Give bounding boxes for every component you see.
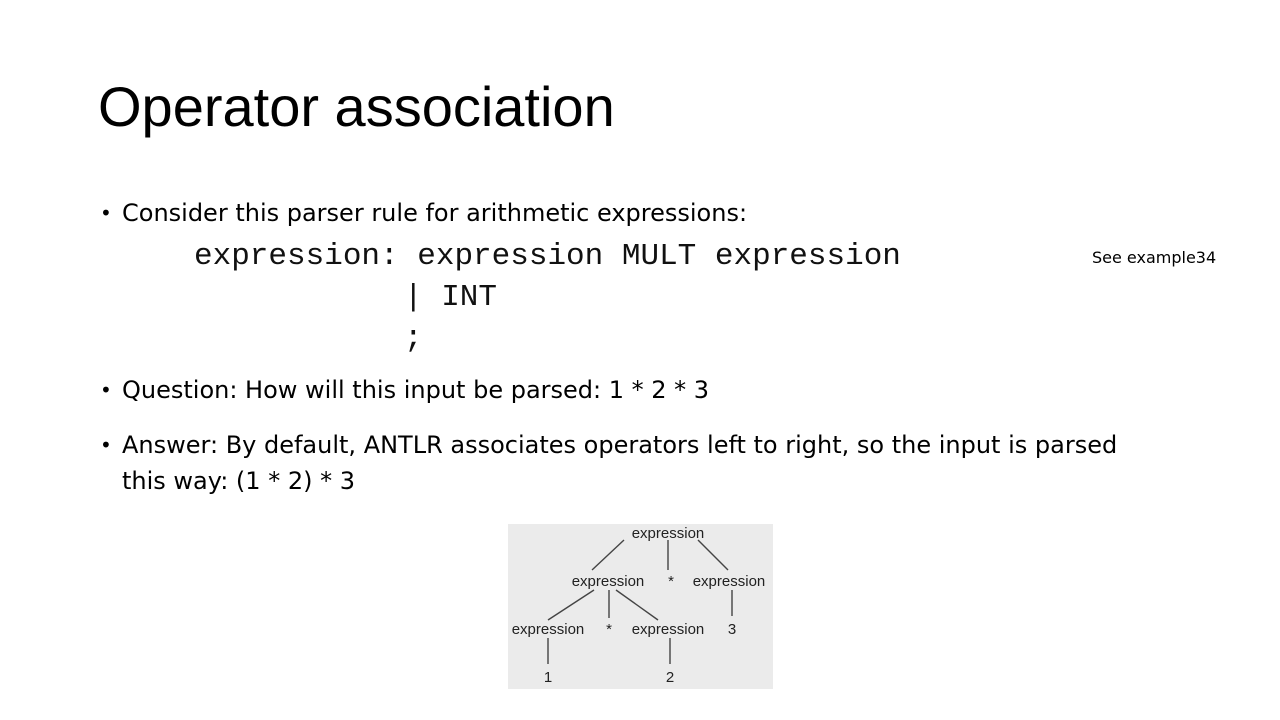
code-line-int: | INT	[404, 280, 498, 315]
node-root: expression	[632, 525, 705, 542]
node-right-child: 3	[728, 621, 736, 638]
node-left-left: expression	[512, 621, 585, 638]
edge-left-leftleft	[547, 589, 595, 621]
side-note: See example34	[1092, 248, 1217, 267]
parse-tree-diagram: expression expression * expression expre…	[508, 524, 773, 689]
node-op-top: *	[668, 573, 674, 590]
node-leaf-1: 1	[544, 669, 552, 686]
code-line-expression: expression: expression MULT expression	[194, 239, 901, 274]
bullet-dot: •	[100, 201, 112, 225]
code-line-semicolon: ;	[404, 321, 423, 356]
bullet-dot: •	[100, 378, 112, 402]
bullet-text: Consider this parser rule for arithmetic…	[122, 199, 748, 227]
edge-left-leftright	[615, 589, 659, 621]
node-op-bottom: *	[606, 621, 612, 638]
edge-root-right	[697, 539, 729, 571]
bullet-text: Question: How will this input be parsed:…	[122, 376, 710, 404]
slide-title: Operator association	[98, 75, 615, 138]
bullet-dot: •	[100, 433, 112, 457]
node-leaf-2: 2	[666, 669, 674, 686]
node-left: expression	[572, 573, 645, 590]
bullet-text: Answer: By default, ANTLR associates ope…	[122, 431, 1118, 495]
node-left-right: expression	[632, 621, 705, 638]
parse-tree-svg: expression expression * expression expre…	[512, 525, 766, 686]
edge-root-left	[591, 539, 625, 571]
node-right: expression	[693, 573, 766, 590]
